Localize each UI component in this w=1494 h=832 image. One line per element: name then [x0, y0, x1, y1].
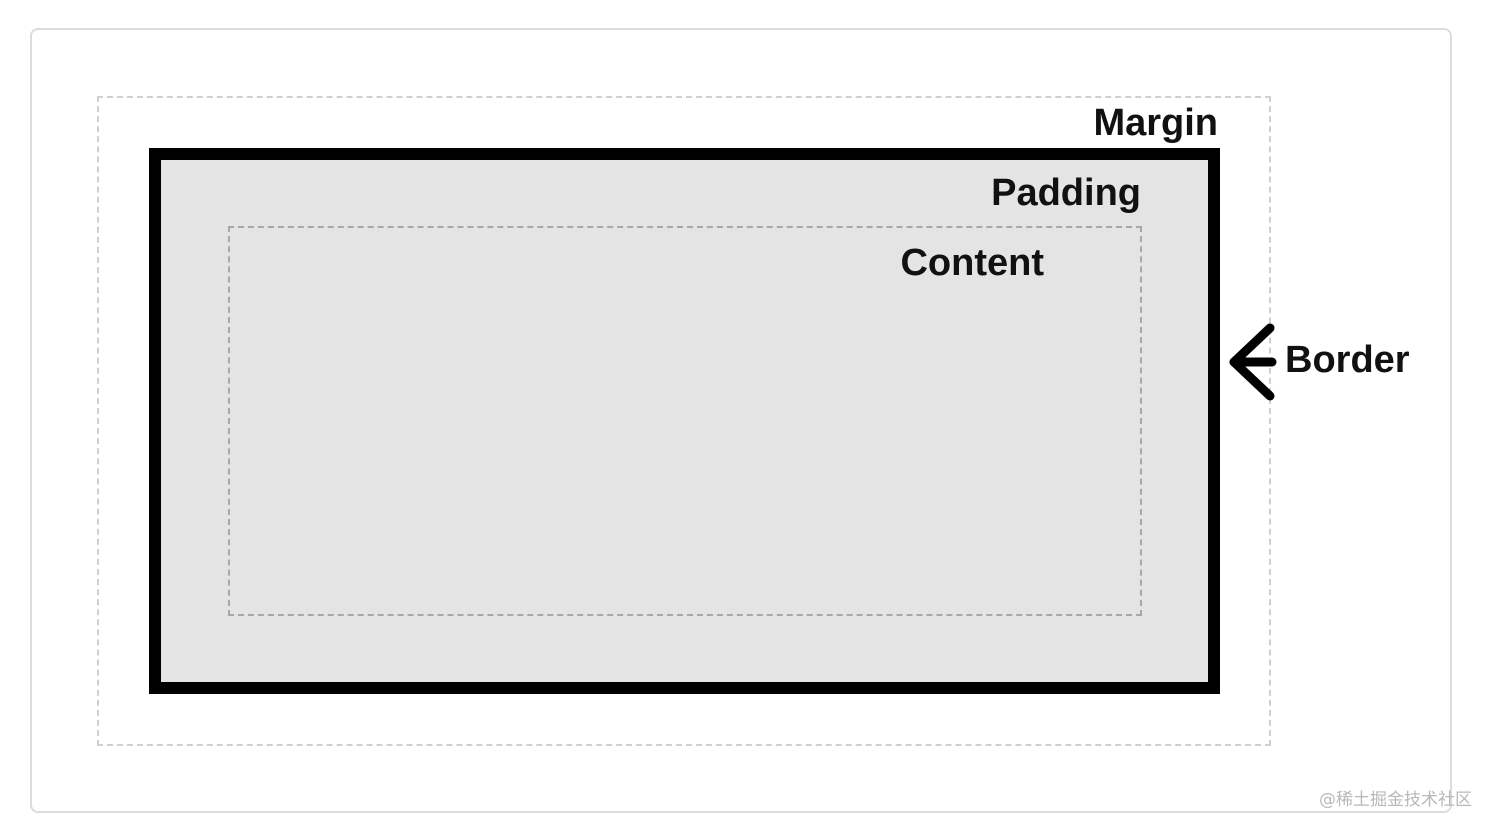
- content-area: [228, 226, 1142, 616]
- padding-label: Padding: [991, 172, 1141, 214]
- margin-label: Margin: [1093, 102, 1218, 144]
- left-arrow-icon: [1229, 323, 1277, 401]
- watermark-text: @稀土掘金技术社区: [1319, 790, 1472, 810]
- border-area: [149, 148, 1220, 694]
- border-label: Border: [1285, 339, 1410, 381]
- content-label: Content: [900, 242, 1044, 284]
- margin-area: [97, 96, 1271, 746]
